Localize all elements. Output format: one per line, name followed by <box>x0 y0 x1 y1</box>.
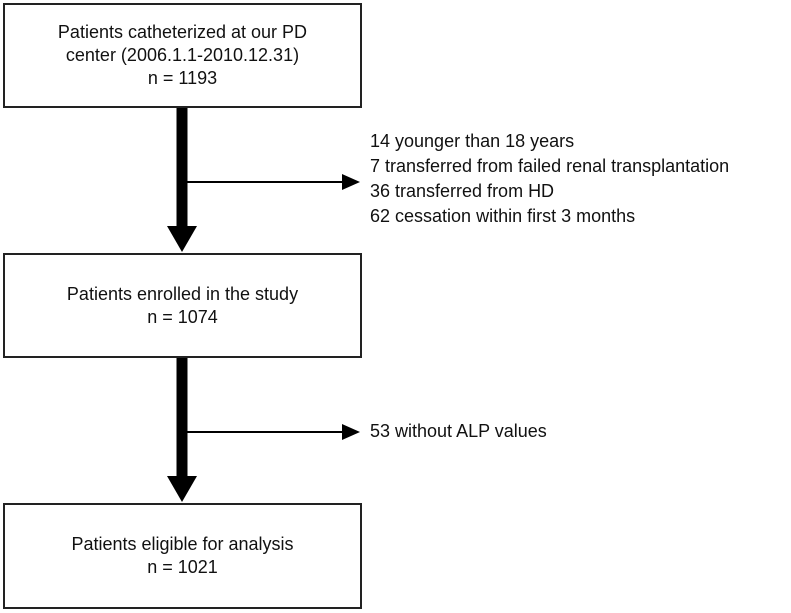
enrolled-patients-box: Patients enrolled in the study n = 1074 <box>3 253 362 358</box>
exclusion-item: 36 transferred from HD <box>370 181 555 201</box>
box-text-line: Patients catheterized at our PD <box>57 22 308 42</box>
exclusion-item: 62 cessation within first 3 months <box>370 206 636 226</box>
exclusion-list-1: 14 younger than 18 years 7 transferred f… <box>370 129 729 229</box>
exclusion-item: 7 transferred from failed renal transpla… <box>370 156 730 176</box>
catheterized-patients-box: Patients catheterized at our PD center (… <box>3 3 362 108</box>
box-count: n = 1021 <box>147 557 218 577</box>
box-count: n = 1074 <box>147 306 218 327</box>
eligible-patients-box: Patients eligible for analysis n = 1021 <box>3 503 362 609</box>
exclusion-branch-arrowhead-1 <box>342 174 360 190</box>
exclusion-branch-arrowhead-2 <box>342 424 360 440</box>
box-text-line: center (2006.1.1-2010.12.31) <box>65 45 300 65</box>
main-arrowhead-2 <box>167 476 197 502</box>
box-count: n = 1193 <box>147 68 218 88</box>
box-text-line: Patients enrolled in the study <box>66 283 299 304</box>
exclusion-item: 14 younger than 18 years <box>370 131 575 151</box>
main-arrowhead-1 <box>167 226 197 252</box>
box-text-line: Patients eligible for analysis <box>71 534 294 554</box>
exclusion-item: 53 without ALP values <box>370 421 547 441</box>
exclusion-list-2: 53 without ALP values <box>370 419 547 444</box>
